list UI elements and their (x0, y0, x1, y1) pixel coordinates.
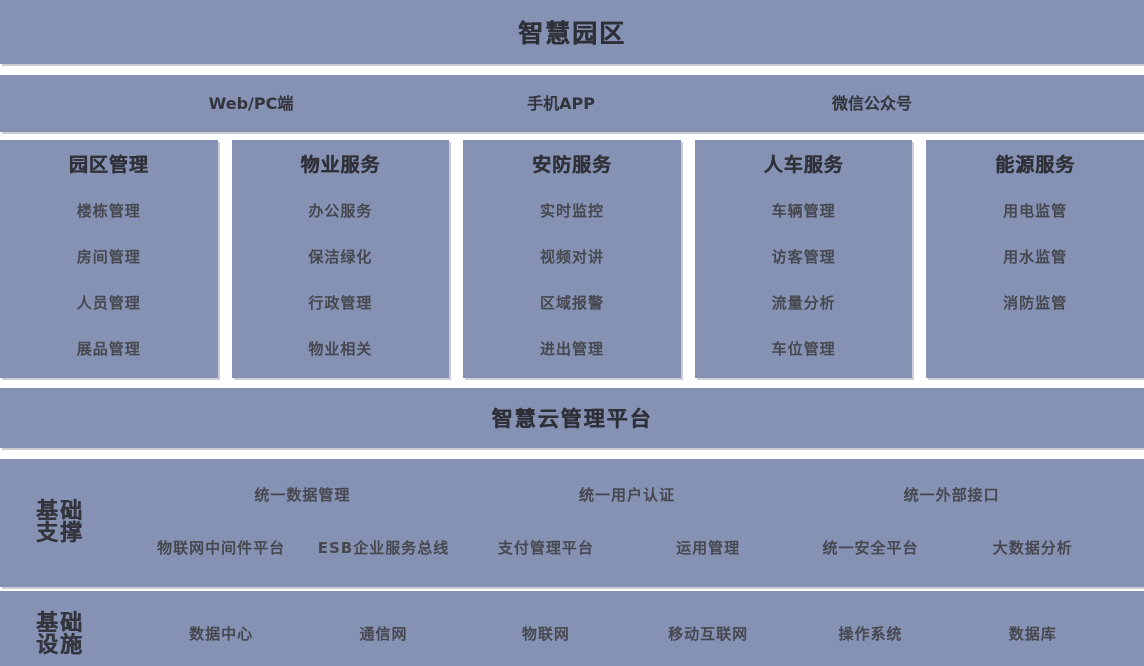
infrastructure-panel: 基础 设施 数据中心 通信网 物联网 移动互联网 操作系统 数据库 (0, 591, 1144, 666)
infrastructure-label-line1: 基础 (36, 611, 85, 636)
column-item: 视频对讲 (539, 248, 604, 266)
column-item: 物业相关 (308, 340, 373, 358)
foundation-support-label-line2: 支撑 (36, 521, 85, 546)
column-item: 消防监管 (1003, 294, 1068, 312)
infrastructure-item: 操作系统 (838, 625, 903, 643)
column-security-service: 安防服务 实时监控 视频对讲 区域报警 进出管理 (463, 140, 681, 378)
access-channel-bar: Web/PC端 手机APP 微信公众号 (0, 75, 1144, 132)
column-header: 安防服务 (531, 154, 612, 176)
top-banner: 智慧园区 (0, 0, 1144, 64)
column-header: 能源服务 (995, 154, 1076, 176)
support-item: 统一用户认证 (579, 486, 676, 504)
access-item-web-pc: Web/PC端 (208, 94, 294, 113)
infrastructure-item: 通信网 (359, 625, 408, 643)
column-item: 用水监管 (1003, 248, 1068, 266)
column-header: 园区管理 (68, 154, 149, 176)
infrastructure-label-line2: 设施 (36, 633, 85, 658)
column-item: 流量分析 (771, 294, 836, 312)
column-header: 物业服务 (300, 154, 381, 176)
infrastructure-item: 物联网 (521, 625, 570, 643)
column-item: 楼栋管理 (76, 202, 141, 220)
column-item: 行政管理 (308, 294, 373, 312)
support-item: 统一外部接口 (903, 486, 1000, 504)
column-item: 保洁绿化 (308, 248, 373, 266)
column-item: 房间管理 (76, 248, 141, 266)
support-item: 统一数据管理 (254, 486, 351, 504)
support-item: 大数据分析 (992, 539, 1073, 557)
cloud-platform-banner: 智慧云管理平台 (0, 388, 1144, 448)
cloud-platform-title: 智慧云管理平台 (491, 407, 653, 431)
diagram-title: 智慧园区 (517, 19, 626, 48)
column-property-service: 物业服务 办公服务 保洁绿化 行政管理 物业相关 (231, 140, 450, 378)
infrastructure-item: 数据中心 (189, 625, 254, 643)
support-item: ESB企业服务总线 (317, 539, 450, 557)
column-item: 进出管理 (539, 340, 604, 358)
column-park-management: 园区管理 楼栋管理 房间管理 人员管理 展品管理 (0, 140, 218, 378)
support-item: 运用管理 (676, 539, 741, 557)
column-item: 用电监管 (1003, 202, 1068, 220)
access-item-wechat: 微信公众号 (831, 94, 913, 113)
column-item: 实时监控 (539, 202, 604, 220)
support-item: 统一安全平台 (822, 539, 919, 557)
access-item-mobile-app: 手机APP (527, 94, 595, 113)
foundation-support-label: 基础 支撑 (36, 501, 84, 545)
column-energy-service: 能源服务 用电监管 用水监管 消防监管 (926, 140, 1144, 378)
column-item: 车位管理 (771, 340, 836, 358)
column-item: 展品管理 (76, 340, 141, 358)
column-item: 办公服务 (308, 202, 373, 220)
column-people-vehicle-service: 人车服务 车辆管理 访客管理 流量分析 车位管理 (694, 140, 913, 378)
column-item: 访客管理 (771, 248, 836, 266)
infrastructure-row: 数据中心 通信网 物联网 移动互联网 操作系统 数据库 (140, 622, 1114, 646)
foundation-support-label-line1: 基础 (36, 499, 85, 524)
column-item: 区域报警 (539, 294, 604, 312)
foundation-support-panel: 基础 支撑 统一数据管理 统一用户认证 统一外部接口 物联网中间件平台 ESB企… (0, 459, 1144, 587)
infrastructure-item: 移动互联网 (668, 625, 749, 643)
support-row-platforms: 物联网中间件平台 ESB企业服务总线 支付管理平台 运用管理 统一安全平台 大数… (140, 536, 1114, 560)
support-row-unified-services: 统一数据管理 统一用户认证 统一外部接口 (140, 483, 1114, 507)
service-columns: 园区管理 楼栋管理 房间管理 人员管理 展品管理 物业服务 办公服务 保洁绿化 … (0, 140, 1144, 378)
column-item: 人员管理 (76, 294, 141, 312)
infrastructure-label: 基础 设施 (36, 613, 84, 657)
support-item: 支付管理平台 (497, 539, 594, 557)
column-item: 车辆管理 (771, 202, 836, 220)
infrastructure-item: 数据库 (1008, 625, 1057, 643)
support-item: 物联网中间件平台 (157, 539, 286, 557)
column-header: 人车服务 (763, 154, 844, 176)
